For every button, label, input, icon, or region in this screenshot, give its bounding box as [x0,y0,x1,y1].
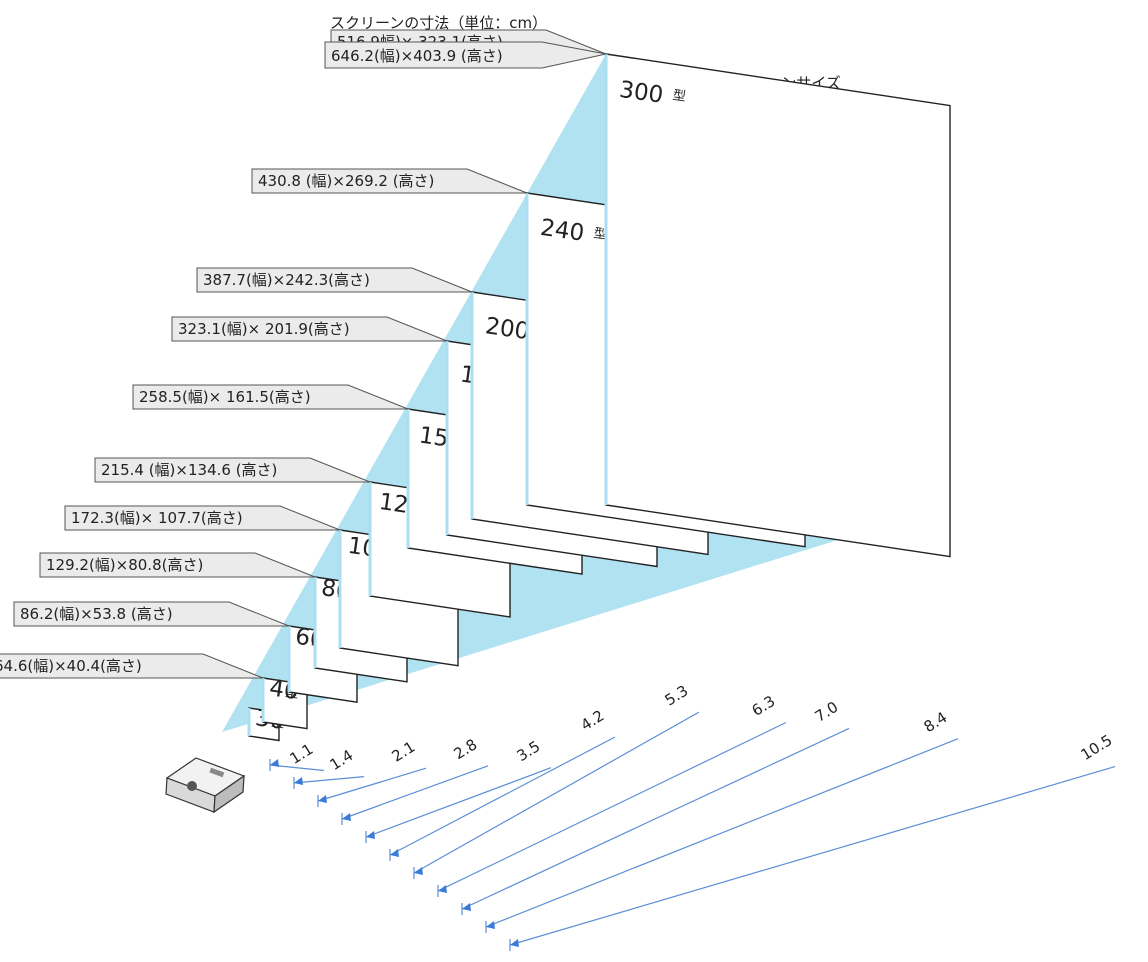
dimension-label: 86.2(幅)×53.8 (高さ) [20,605,173,623]
distance-label: 2.8 [451,735,481,763]
dimension-label-box [64,505,341,531]
distance-label: 5.3 [662,682,692,710]
distance-line [413,711,700,874]
screen-panel [605,53,951,558]
dimension-label-box [171,316,448,342]
dimension-label-box [13,601,290,627]
distance-arrow [414,867,423,875]
dimension-label-box [39,552,316,578]
distance-label: 7.0 [812,698,842,726]
distance-arrow [270,759,279,767]
screen-layer: 30型40型60型80型100型120型150型180型200型240型300型 [247,53,951,742]
dimension-label-top: 646.2(幅)×403.9 (高さ) [331,47,503,65]
diagram-title: スクリーンの寸法（単位：cm） [330,14,547,32]
dimension-label: 258.5(幅)× 161.5(高さ) [139,388,311,406]
screen-size-unit: 型 [593,226,608,243]
distance-line [509,766,1116,946]
distance-label: 3.5 [514,737,544,765]
distance-line [317,767,427,802]
distance-label: 8.4 [921,708,951,736]
distance-line [437,721,787,892]
distance-label: 6.3 [749,692,779,720]
dimension-label-box [94,457,371,483]
screen-size-label: 200 [484,313,531,345]
dimension-label-box [132,384,409,410]
distance-arrow [462,903,471,911]
dimension-label-box-top [324,41,607,69]
dimension-label: 172.3(幅)× 107.7(高さ) [71,509,243,527]
dimension-label: 129.2(幅)×80.8(高さ) [46,556,203,574]
screen-size-label: 300 [618,77,665,109]
dimension-label-layer: 64.6(幅)×40.4(高さ) 86.2(幅)×53.8 (高さ) 129.2(幅… [0,29,607,679]
screen-size-unit: 型 [672,88,687,105]
distance-line [389,736,616,856]
dimension-label: 387.7(幅)×242.3(高さ) [203,271,370,289]
distance-line [485,738,959,928]
distance-line [365,767,552,838]
distance-line [269,764,325,772]
distance-label: 10.5 [1078,731,1116,764]
dimension-label: 430.8 (幅)×269.2 (高さ) [258,172,434,190]
distance-label: 2.1 [389,738,419,766]
dimension-label: 64.6(幅)×40.4(高さ) [0,657,142,675]
dimension-label: 215.4 (幅)×134.6 (高さ) [101,461,277,479]
distance-label: 4.2 [578,706,608,734]
distance-arrow [294,777,303,785]
distance-label: 1.4 [327,746,357,774]
distance-line [341,765,489,820]
distance-line [293,776,365,784]
distance-line [461,727,850,910]
distance-arrow [438,885,447,893]
distance-layer: 10.5 8.4 7.0 6.3 5.3 4.2 3.5 2.8 2.1 1.4 1.1 [269,682,1116,951]
projection-beam-left [222,54,606,732]
dimension-label-box [251,168,528,194]
screen-size-label: 240 [539,215,586,247]
dimension-label-box [196,267,473,293]
distance-arrow [486,921,495,929]
distance-arrow [510,939,519,947]
distance-arrow [342,813,351,821]
dimension-label-box [0,653,264,679]
projector-icon [165,757,246,814]
distance-arrow [390,849,399,857]
distance-arrow [318,795,327,803]
distance-arrow [366,831,375,839]
dimension-label: 323.1(幅)× 201.9(高さ) [178,320,350,338]
distance-label: 1.1 [287,740,317,768]
